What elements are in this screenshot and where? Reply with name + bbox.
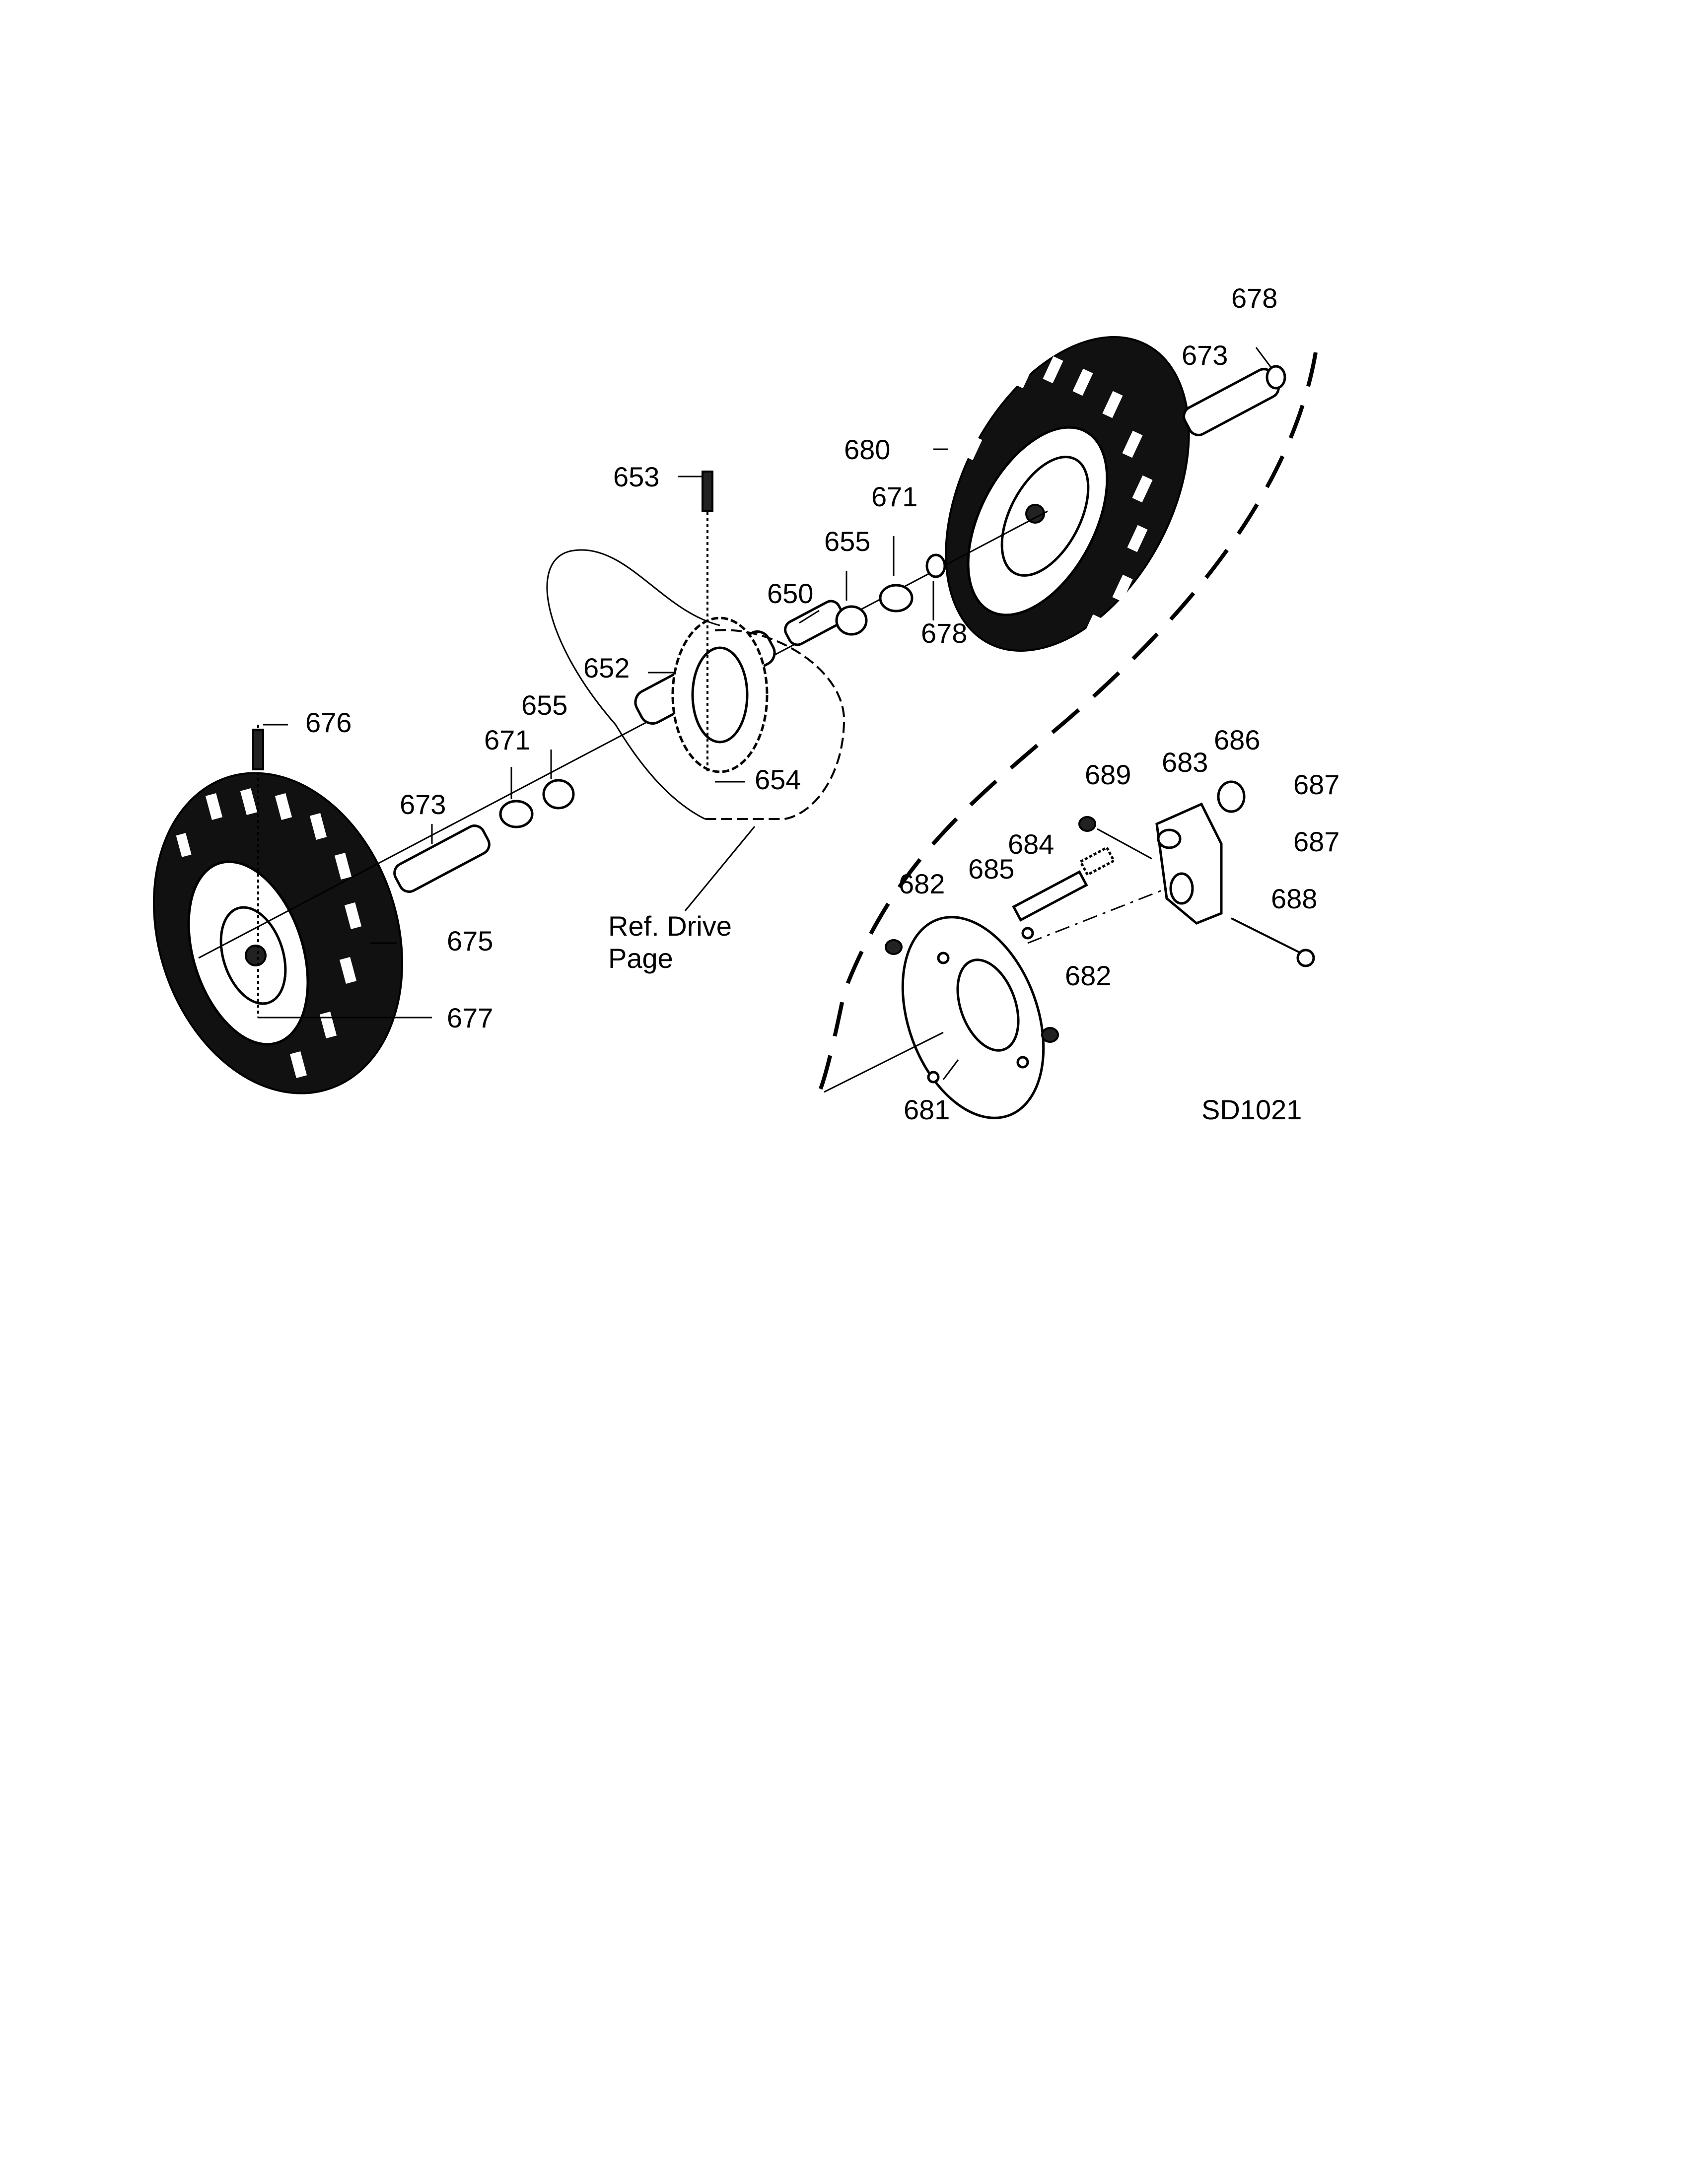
callout-689: 689	[1085, 759, 1131, 790]
leader-lines	[258, 347, 1272, 1080]
right-wheel	[945, 336, 1190, 652]
callout-673-lower: 673	[400, 789, 446, 820]
callout-675: 675	[447, 925, 493, 956]
callout-678: 678	[1231, 282, 1277, 314]
callout-654: 654	[755, 764, 801, 795]
callout-labels: 678 673 680 653 671 655 650 678 652 655 …	[305, 282, 1339, 1125]
callout-676: 676	[305, 707, 352, 738]
callout-681: 681	[904, 1094, 950, 1125]
callout-686: 686	[1214, 724, 1260, 755]
callout-682-lower: 682	[1065, 960, 1111, 991]
callout-653: 653	[613, 461, 659, 492]
callout-655-lower: 655	[521, 689, 567, 721]
callout-680: 680	[844, 434, 890, 465]
callout-685: 685	[968, 853, 1014, 885]
callout-684: 684	[1008, 828, 1054, 860]
callout-655: 655	[824, 526, 870, 557]
left-wheel	[153, 772, 403, 1094]
callout-671: 671	[871, 481, 917, 512]
callout-687: 687	[1293, 769, 1339, 800]
callout-677: 677	[447, 1002, 493, 1033]
reference-note-line2: Page	[608, 943, 673, 974]
axle-assembly	[198, 365, 1286, 1018]
callout-682: 682	[899, 868, 945, 899]
callout-650: 650	[767, 578, 813, 609]
callout-673: 673	[1182, 340, 1228, 371]
callout-671-lower: 671	[484, 724, 530, 755]
guide-assembly	[817, 352, 1318, 1119]
callout-688: 688	[1271, 883, 1317, 914]
callout-652: 652	[583, 652, 630, 683]
callout-683: 683	[1162, 747, 1208, 778]
reference-note-line1: Ref. Drive	[608, 910, 732, 942]
callout-678-lower: 678	[921, 617, 967, 649]
diagram-id: SD1021	[1201, 1094, 1302, 1125]
callout-687-lower: 687	[1293, 826, 1339, 857]
